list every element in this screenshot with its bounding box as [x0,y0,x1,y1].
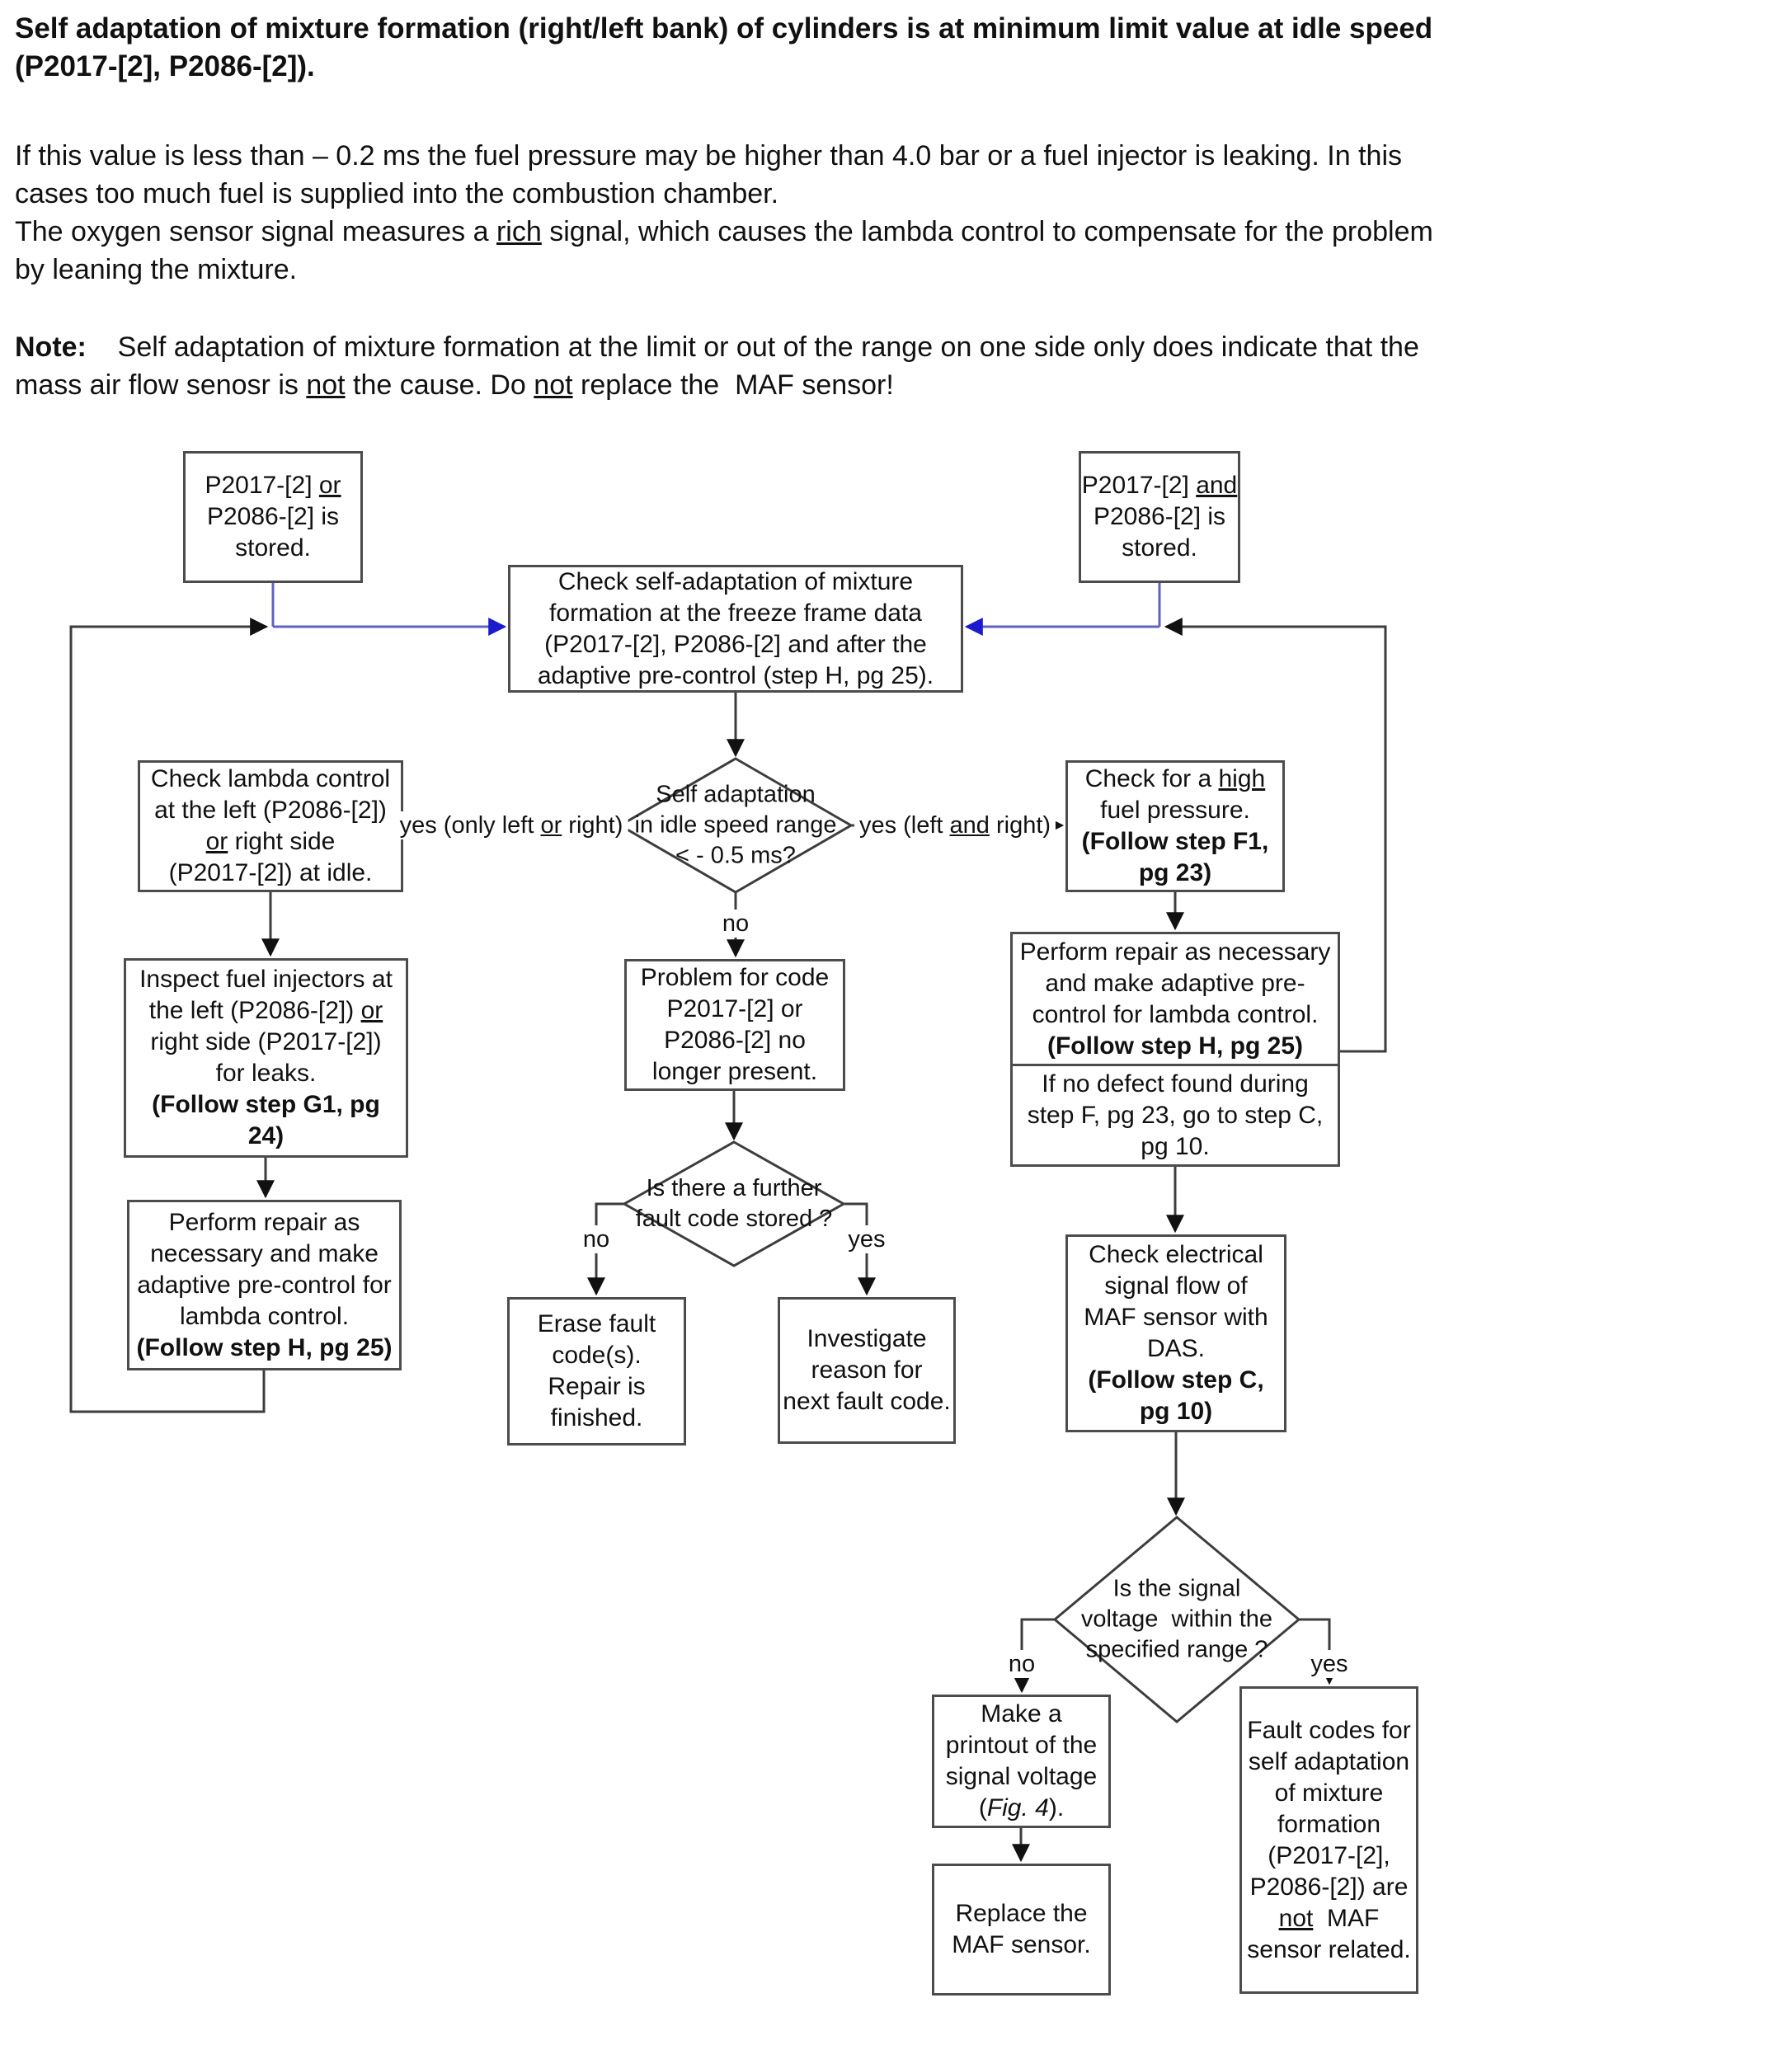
page-title: Self adaptation of mixture formation (ri… [15,12,1433,82]
edge-loop-left [69,618,269,1413]
diamond-signal-voltage-range [1052,1516,1301,1723]
diamond-self-adaptation-range [618,757,854,894]
edge-diamond3-no [1013,1618,1055,1694]
edge-loop-right [1164,618,1387,1053]
note-paragraph: Note: Self adaptation of mixture formati… [15,331,1419,401]
edge-diamond3-yes [1299,1618,1338,1685]
decision-diamonds [618,757,1301,1723]
edge-diamond2-no [587,1202,624,1296]
edge-diamond2-yes [844,1202,876,1296]
diamond-further-fault-code [621,1140,847,1267]
intro-paragraph: If this value is less than – 0.2 ms the … [15,140,1433,285]
